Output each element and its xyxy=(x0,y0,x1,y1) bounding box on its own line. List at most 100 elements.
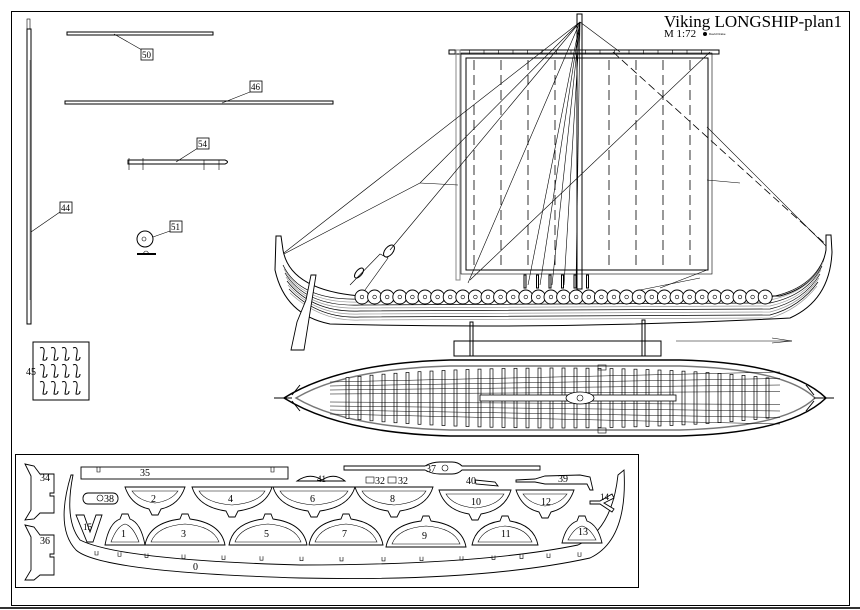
deck-frame xyxy=(429,370,434,426)
parts-sheet: 34 36 0 35 38 15 41 32 32 37 40 xyxy=(15,454,639,588)
shield xyxy=(568,289,584,305)
copyright-icon xyxy=(703,32,707,36)
callout-box-50 xyxy=(140,48,154,61)
oar xyxy=(536,274,539,289)
shield xyxy=(619,289,635,305)
svg-text:38: 38 xyxy=(104,494,114,505)
part-38 xyxy=(82,492,119,505)
deck-plank xyxy=(329,413,781,425)
deck-frame xyxy=(393,372,398,424)
hull xyxy=(274,234,833,327)
deck-plank xyxy=(329,371,781,383)
keel-notch xyxy=(299,556,304,562)
deck-plank xyxy=(329,401,781,405)
keel-notch xyxy=(117,552,122,557)
svg-text:32: 32 xyxy=(375,476,385,487)
frame-11 xyxy=(471,515,539,546)
shield xyxy=(530,289,546,305)
oarlock xyxy=(61,381,70,395)
deck-plank xyxy=(329,391,781,395)
svg-text:14: 14 xyxy=(600,492,610,502)
shield xyxy=(732,289,748,305)
svg-text:41: 41 xyxy=(317,474,326,484)
oarlock xyxy=(61,364,70,378)
oar xyxy=(573,274,577,289)
sheet-title: Viking LONGSHIP-plan1 xyxy=(664,12,842,31)
deck-frame xyxy=(465,369,470,427)
shield xyxy=(757,289,773,305)
deck-frame xyxy=(693,371,698,425)
svg-text:51: 51 xyxy=(171,222,180,232)
shield xyxy=(379,289,395,305)
frame-13 xyxy=(561,515,603,544)
deck-plank xyxy=(329,384,781,391)
part-40 xyxy=(474,479,499,487)
frame-8 xyxy=(354,486,434,518)
frame-label: 12 xyxy=(541,497,551,508)
yard xyxy=(448,49,720,55)
oarlock xyxy=(50,381,59,395)
keel-notch xyxy=(459,556,464,561)
shield xyxy=(354,289,370,305)
frame-7 xyxy=(308,513,384,546)
deck-plank xyxy=(329,405,781,412)
svg-text:36: 36 xyxy=(40,536,50,547)
svg-text:45: 45 xyxy=(26,367,36,378)
part-39 xyxy=(515,474,594,491)
shield xyxy=(392,289,408,305)
part-36 xyxy=(24,524,55,581)
keel-notch xyxy=(419,556,424,562)
part-yard-46: 46 xyxy=(64,80,334,105)
keel-notch xyxy=(519,554,524,559)
deck-frame xyxy=(417,371,422,425)
deck-frame xyxy=(717,373,722,423)
keel-notch xyxy=(491,555,496,560)
oar xyxy=(548,274,552,289)
shield xyxy=(480,289,496,305)
frame-3 xyxy=(144,513,226,546)
part-oarlocks-45: 45 xyxy=(26,341,90,401)
shield xyxy=(430,289,446,305)
svg-text:39: 39 xyxy=(558,474,568,485)
keel-notch xyxy=(577,552,582,557)
mast xyxy=(576,13,583,290)
oarlock xyxy=(39,347,48,361)
part-32b xyxy=(387,476,397,484)
frame-4 xyxy=(191,486,273,518)
frame-label: 9 xyxy=(422,531,427,542)
deck-frame xyxy=(441,370,446,426)
keel-notch xyxy=(94,551,99,556)
svg-text:35: 35 xyxy=(140,468,150,479)
oarlock xyxy=(50,347,59,361)
deck-frame xyxy=(369,374,374,422)
deck-frame xyxy=(741,375,746,421)
part-34 xyxy=(24,463,55,521)
shield xyxy=(694,289,710,305)
frame-label: 5 xyxy=(264,529,269,540)
hull-plank xyxy=(285,269,822,309)
part-32a xyxy=(365,476,375,484)
svg-text:54: 54 xyxy=(198,139,208,149)
shield xyxy=(593,289,609,305)
oarlock xyxy=(72,347,81,361)
frame-label: 10 xyxy=(471,497,481,508)
frame-9 xyxy=(385,515,467,548)
svg-text:15: 15 xyxy=(83,522,93,532)
shield xyxy=(745,289,761,305)
shield xyxy=(719,289,735,305)
oarlock xyxy=(72,381,81,395)
keel-notch xyxy=(259,556,264,561)
frame-label: 13 xyxy=(578,527,588,538)
scale-label: M 1:72 xyxy=(664,28,696,40)
frame-label: 6 xyxy=(310,494,315,505)
shield xyxy=(631,289,647,305)
keel-notch xyxy=(381,556,386,562)
part-tiller-54: 54 xyxy=(127,137,228,170)
hull-plank xyxy=(286,273,821,312)
shield xyxy=(707,289,723,305)
part-spar-50: 50 xyxy=(66,31,214,61)
oarlock xyxy=(72,364,81,378)
keel-notch xyxy=(221,555,226,560)
callout-box-54 xyxy=(196,137,210,150)
frame-label: 3 xyxy=(181,529,186,540)
